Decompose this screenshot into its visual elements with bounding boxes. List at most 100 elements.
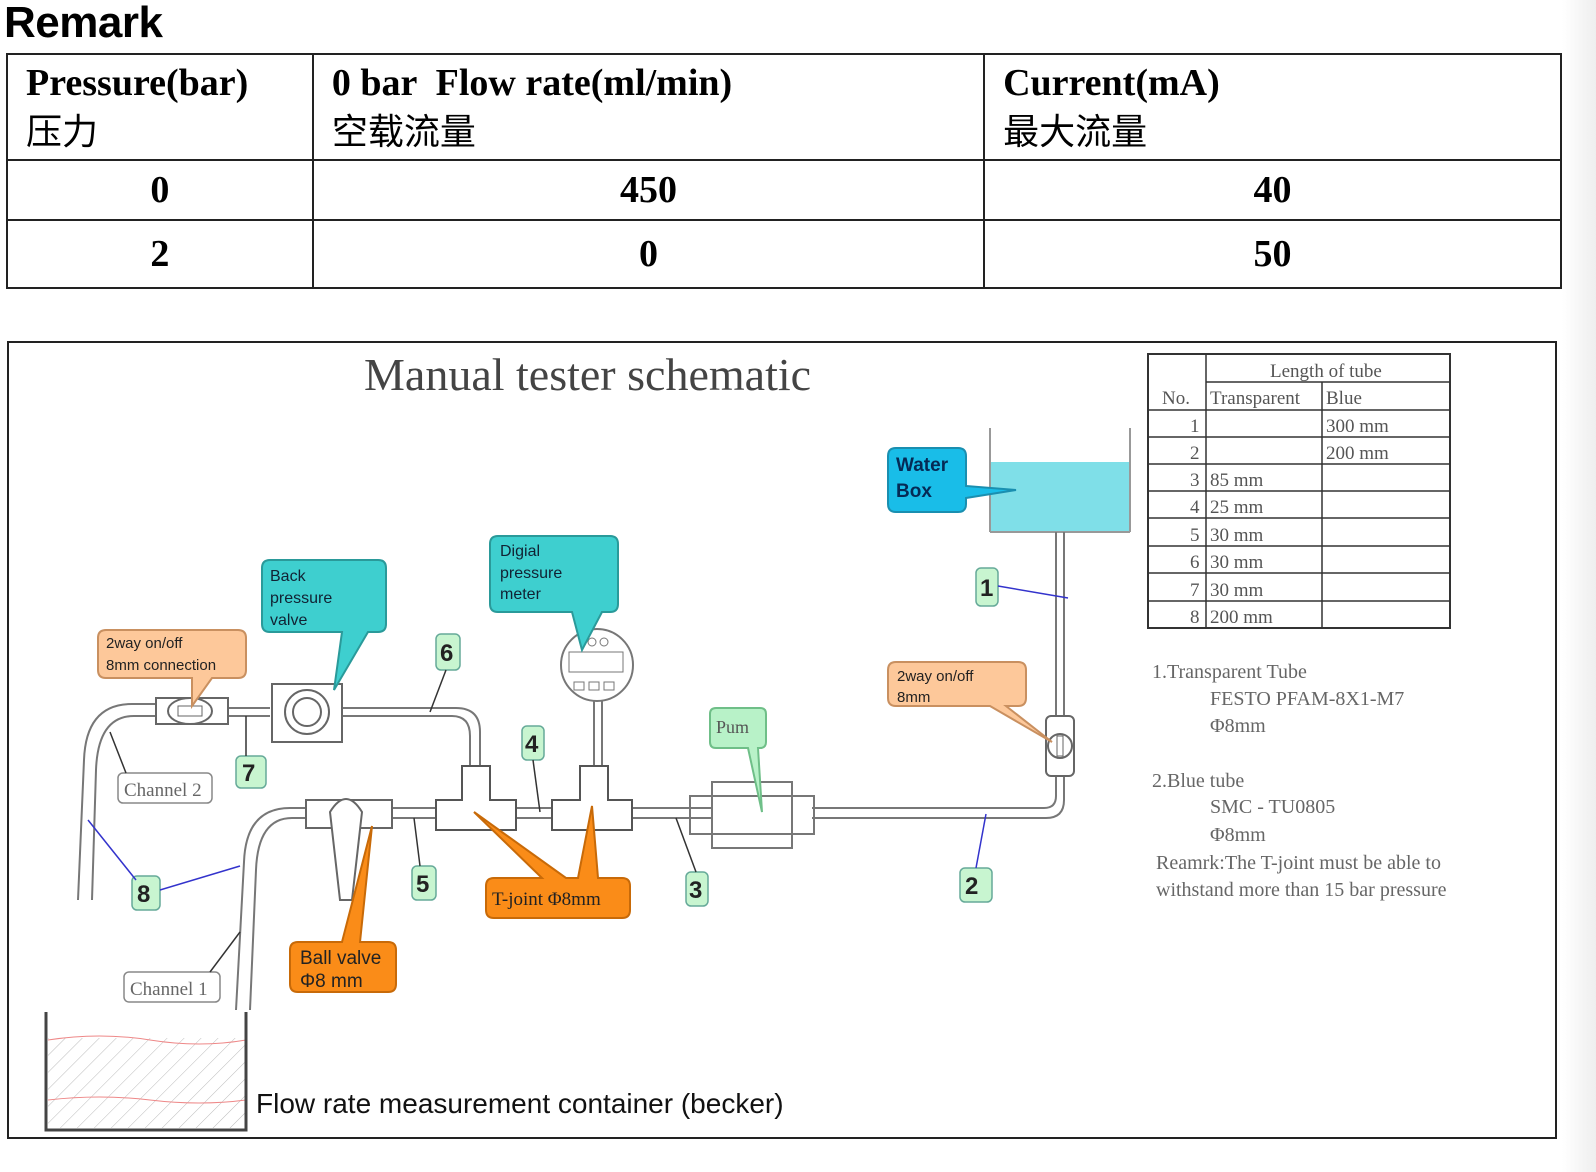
note-line: SMC - TU0805 bbox=[1210, 796, 1335, 818]
note-line: Φ8mm bbox=[1210, 824, 1266, 846]
tube-notes: 1.Transparent Tube FESTO PFAM-8X1-M7 Φ8m… bbox=[1152, 661, 1447, 901]
marker-7: 7 bbox=[235, 716, 267, 789]
header-pressure-cn: 压力 bbox=[26, 112, 99, 153]
tube-table-header: No. bbox=[1162, 388, 1190, 409]
callout-text: Ball valve bbox=[300, 948, 381, 969]
page-edge-shadow bbox=[1562, 0, 1596, 1172]
number-markers: 1 2 3 4 5 6 7 bbox=[87, 567, 1069, 911]
header-flow-rate: 0 bar Flow rate(ml/min) 空载流量 bbox=[311, 53, 986, 161]
pressure-meter bbox=[560, 628, 634, 702]
tube-table-cell: 300 mm bbox=[1326, 416, 1389, 437]
marker-6: 6 bbox=[429, 633, 461, 713]
callout-text: Digial bbox=[500, 543, 540, 560]
measurement-container bbox=[44, 1012, 248, 1132]
note-line: FESTO PFAM-8X1-M7 bbox=[1210, 688, 1404, 710]
callout-text: Water bbox=[896, 455, 949, 476]
callout-text: Box bbox=[896, 481, 932, 502]
tube-table-header: Blue bbox=[1326, 388, 1362, 409]
note-line: Reamrk:The T-joint must be able to bbox=[1156, 852, 1441, 874]
callout-text: 2way on/off bbox=[897, 668, 974, 685]
callout-text: pressure bbox=[500, 565, 562, 582]
header-flow-rate-cn: 空载流量 bbox=[331, 112, 476, 153]
callout-text: Φ8 mm bbox=[300, 971, 363, 992]
note-line: Φ8mm bbox=[1210, 715, 1266, 737]
callout-text: Channel 2 bbox=[124, 780, 202, 801]
tube-table-cell: 200 mm bbox=[1210, 607, 1273, 628]
callout-text: 8mm connection bbox=[106, 657, 216, 674]
callout-two-way-conn: 2way on/off 8mm connection bbox=[97, 629, 247, 710]
tube-table-cell: 8 bbox=[1190, 607, 1200, 628]
t-joint-right bbox=[551, 765, 633, 831]
ball-valve bbox=[305, 798, 393, 901]
table-row: 2 0 50 bbox=[6, 219, 1562, 289]
table-cell: 2 bbox=[6, 219, 314, 289]
table-cell: 50 bbox=[983, 219, 1562, 289]
callout-back-pressure: Back pressure valve bbox=[261, 559, 387, 691]
remark-title: Remark bbox=[4, 0, 163, 47]
schematic-frame bbox=[7, 341, 1557, 1139]
marker-label: 4 bbox=[525, 731, 539, 758]
tube-table-cell: 1 bbox=[1190, 416, 1200, 437]
callout-two-way-8mm: 2way on/off 8mm bbox=[887, 661, 1053, 743]
callout-channel-1: Channel 1 bbox=[123, 931, 241, 1003]
header-pressure-en: Pressure(bar) bbox=[26, 62, 249, 104]
spec-table-header-row: Pressure(bar) 压力 0 bar Flow rate(ml/min)… bbox=[6, 53, 1562, 161]
marker-label: 3 bbox=[689, 877, 702, 904]
marker-2: 2 bbox=[959, 813, 993, 903]
tube-table-cell: 30 mm bbox=[1210, 580, 1264, 601]
tube-table-cell: 30 mm bbox=[1210, 525, 1264, 546]
callout-text: T-joint Φ8mm bbox=[492, 889, 601, 910]
tube-table-cell: 3 bbox=[1190, 470, 1200, 491]
callout-text: meter bbox=[500, 586, 542, 603]
tube-length-table: Length of tube No. Transparent Blue 1 30… bbox=[1147, 353, 1451, 629]
marker-4: 4 bbox=[521, 725, 545, 813]
tube-table-cell: 5 bbox=[1190, 525, 1200, 546]
note-line: 1.Transparent Tube bbox=[1152, 661, 1307, 683]
callout-ball-valve: Ball valve Φ8 mm bbox=[289, 825, 397, 993]
tube-table-cell: 7 bbox=[1190, 580, 1200, 601]
back-pressure-valve bbox=[271, 683, 343, 743]
marker-label: 5 bbox=[416, 871, 429, 898]
marker-8: 8 bbox=[87, 819, 241, 911]
marker-label: 1 bbox=[980, 575, 993, 602]
tube-table-cell: 200 mm bbox=[1326, 443, 1389, 464]
callout-text: Back bbox=[270, 568, 307, 585]
header-current: Current(mA) 最大流量 bbox=[983, 53, 1562, 161]
table-row: 0 450 40 bbox=[6, 159, 1562, 221]
t-joint-left bbox=[435, 765, 517, 831]
marker-label: 8 bbox=[137, 881, 150, 908]
callout-text: pressure bbox=[270, 590, 332, 607]
tube-table-cell: 85 mm bbox=[1210, 470, 1264, 491]
spec-table: Pressure(bar) 压力 0 bar Flow rate(ml/min)… bbox=[6, 53, 1562, 289]
callout-text: 2way on/off bbox=[106, 635, 183, 652]
tube-table-cell: 4 bbox=[1190, 497, 1200, 518]
tube-lines bbox=[77, 532, 1065, 1011]
header-current-en: Current(mA) bbox=[1003, 62, 1220, 104]
schematic-title: Manual tester schematic bbox=[364, 349, 811, 400]
table-cell: 0 bbox=[6, 159, 314, 221]
marker-label: 2 bbox=[965, 873, 978, 900]
header-pressure: Pressure(bar) 压力 bbox=[6, 53, 314, 161]
table-cell: 40 bbox=[983, 159, 1562, 221]
callout-channel-2: Channel 2 bbox=[109, 731, 213, 804]
tube-table-header: Transparent bbox=[1210, 388, 1301, 409]
marker-5: 5 bbox=[411, 817, 437, 901]
container-label: Flow rate measurement container (becker) bbox=[256, 1088, 784, 1119]
note-line: withstand more than 15 bar pressure bbox=[1156, 879, 1447, 901]
marker-label: 7 bbox=[242, 760, 255, 787]
water-box bbox=[989, 428, 1131, 533]
callout-text: Channel 1 bbox=[130, 979, 208, 1000]
pump bbox=[689, 781, 815, 849]
callout-text: 8mm bbox=[897, 689, 930, 706]
tube-table-header-top: Length of tube bbox=[1270, 361, 1382, 382]
callout-pump: Pum bbox=[709, 707, 767, 813]
table-cell: 0 bbox=[311, 219, 986, 289]
header-current-cn: 最大流量 bbox=[1003, 112, 1148, 153]
tube-table-cell: 6 bbox=[1190, 552, 1200, 573]
tube-table-cell: 2 bbox=[1190, 443, 1200, 464]
callout-t-joint: T-joint Φ8mm bbox=[473, 805, 631, 919]
tube-table-cell: 25 mm bbox=[1210, 497, 1264, 518]
tube-table-cell: 30 mm bbox=[1210, 552, 1264, 573]
marker-1: 1 bbox=[975, 567, 1069, 607]
